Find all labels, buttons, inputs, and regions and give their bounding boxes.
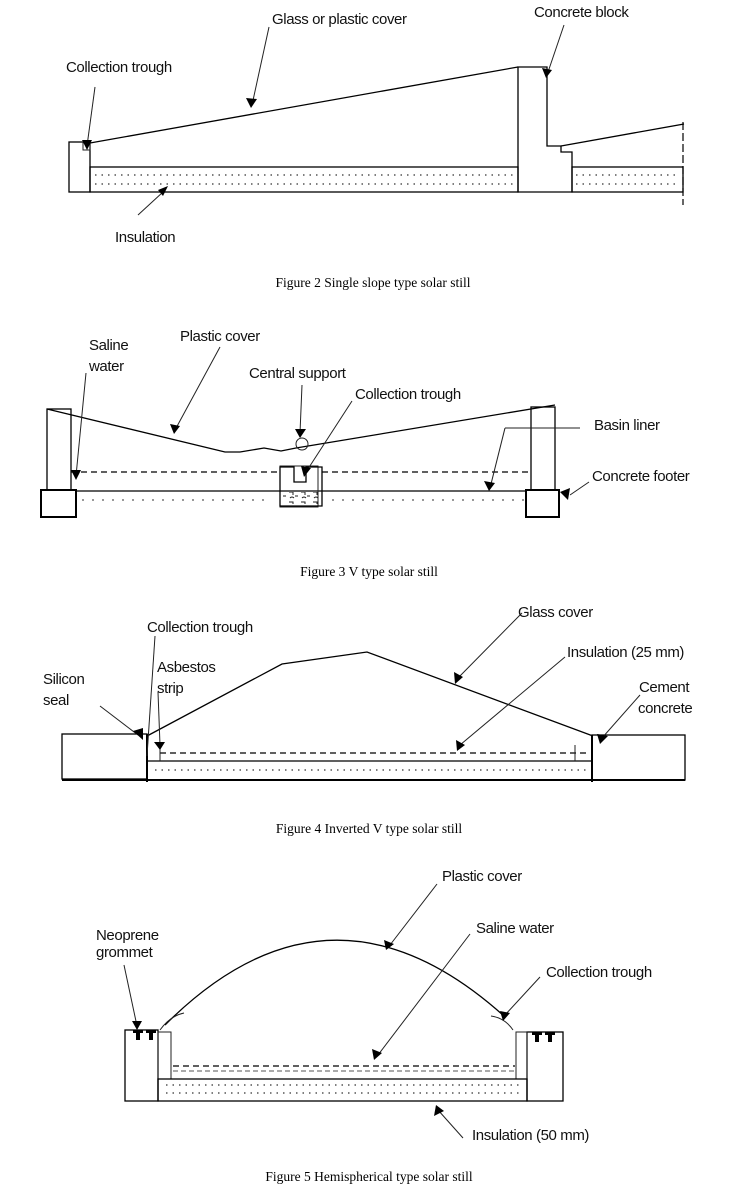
label-glass-or-plastic-cover: Glass or plastic cover bbox=[272, 11, 407, 28]
label-collection-trough: Collection trough bbox=[66, 59, 172, 76]
label-asbestos: Asbestos bbox=[157, 659, 216, 676]
label-saline-water: Saline water bbox=[476, 920, 554, 937]
label-saline: Saline bbox=[89, 337, 128, 354]
label-central-support: Central support bbox=[249, 365, 347, 382]
concrete-block bbox=[517, 66, 573, 193]
label-collection-trough: Collection trough bbox=[546, 964, 652, 981]
figure-4-caption: Figure 4 Inverted V type solar still bbox=[276, 821, 462, 836]
label-concrete: concrete bbox=[638, 700, 692, 717]
label-water: water bbox=[88, 358, 124, 375]
figure-3-caption: Figure 3 V type solar still bbox=[300, 564, 438, 579]
label-glass-cover: Glass cover bbox=[518, 604, 593, 621]
plastic-cover-dome bbox=[164, 939, 505, 1026]
label-collection-trough: Collection trough bbox=[147, 619, 253, 636]
figure-2-caption: Figure 2 Single slope type solar still bbox=[276, 275, 471, 290]
label-cement: Cement bbox=[639, 679, 690, 696]
figure-4-inverted-v: Collection trough Glass cover Insulation… bbox=[43, 604, 693, 836]
label-basin-liner: Basin liner bbox=[594, 417, 660, 434]
right-concrete-footer bbox=[525, 489, 560, 518]
label-plastic-cover: Plastic cover bbox=[442, 868, 522, 885]
left-wall bbox=[46, 408, 72, 491]
label-insulation-50mm: Insulation (50 mm) bbox=[472, 1127, 589, 1144]
label-plastic-cover: Plastic cover bbox=[180, 328, 260, 345]
figure-5-hemispherical: Plastic cover Neoprene grommet Saline wa… bbox=[96, 868, 652, 1184]
left-wall bbox=[124, 1029, 159, 1102]
right-wall bbox=[530, 406, 556, 491]
label-concrete-footer: Concrete footer bbox=[592, 468, 690, 485]
label-seal: seal bbox=[43, 692, 69, 709]
glass-cover-line bbox=[89, 66, 519, 144]
figure-2-single-slope: Glass or plastic cover Concrete block Co… bbox=[66, 4, 685, 290]
label-insulation-25mm: Insulation (25 mm) bbox=[567, 644, 684, 661]
label-insulation: Insulation bbox=[115, 229, 175, 246]
glass-cover-line bbox=[146, 651, 594, 737]
left-concrete-footer bbox=[40, 489, 77, 518]
label-silicon: Silicon bbox=[43, 671, 84, 688]
label-grommet: grommet bbox=[96, 944, 154, 961]
label-concrete-block: Concrete block bbox=[534, 4, 629, 21]
figure-5-caption: Figure 5 Hemispherical type solar still bbox=[265, 1169, 473, 1184]
label-strip: strip bbox=[157, 680, 183, 697]
insulation-layer bbox=[89, 166, 519, 193]
label-collection-trough: Collection trough bbox=[355, 386, 461, 403]
left-cement-concrete bbox=[61, 733, 148, 780]
right-wall bbox=[526, 1031, 564, 1102]
label-neoprene: Neoprene bbox=[96, 927, 159, 944]
plastic-cover-line bbox=[46, 404, 556, 453]
central-support bbox=[295, 437, 309, 451]
figure-3-v-type: Saline water Plastic cover Central suppo… bbox=[40, 328, 690, 579]
insulation-layer bbox=[157, 1078, 528, 1102]
right-cement-concrete bbox=[591, 734, 686, 781]
